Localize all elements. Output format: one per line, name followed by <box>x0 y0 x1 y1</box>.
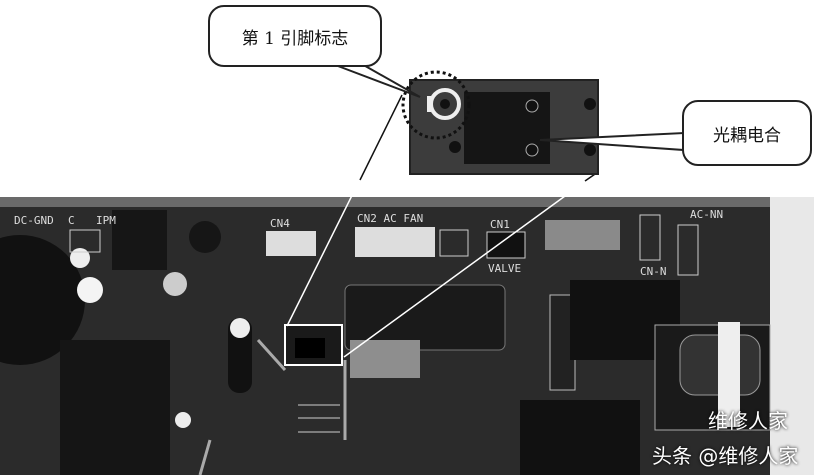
pin1-silk-mark <box>427 96 431 112</box>
component-block <box>520 400 640 475</box>
inductor <box>344 284 506 351</box>
label-c: C <box>68 214 75 227</box>
connector-outline <box>439 229 469 257</box>
capacitor-top <box>230 318 250 338</box>
label-ipm: IPM <box>96 214 116 227</box>
connector-outline <box>69 229 101 253</box>
background-edge <box>770 197 814 475</box>
dark-area <box>60 340 170 475</box>
optocoupler-highlight-box <box>284 324 343 366</box>
pad <box>584 98 596 110</box>
capacitor <box>189 221 221 253</box>
capacitor <box>77 277 103 303</box>
callout-optocoupler-text: 光耦电合 <box>713 125 781 146</box>
optocoupler-on-board <box>295 338 325 358</box>
cn1-connector <box>486 231 526 259</box>
capacitor <box>228 318 252 393</box>
pad <box>525 143 539 157</box>
jumper-outline <box>677 224 699 276</box>
component-block <box>350 340 420 378</box>
label-cn2-ac-fan: CN2 AC FAN <box>357 212 423 225</box>
watermark-account: 维修人家 <box>708 409 788 433</box>
callout-optocoupler: 光耦电合 <box>682 100 812 166</box>
pin1-dotted-circle <box>401 70 471 140</box>
optocoupler-inset-photo <box>401 70 599 175</box>
label-cn4: CN4 <box>270 217 290 230</box>
label-cn-n: CN-N <box>640 265 667 278</box>
board-edge <box>0 197 790 207</box>
leader-line-right <box>343 171 599 358</box>
pad <box>449 141 461 153</box>
watermark-handle: @维修人家 <box>698 444 799 468</box>
leader-line-left-shadow <box>359 94 403 181</box>
choke-bobbin <box>718 322 740 427</box>
pin1-pad <box>440 99 450 109</box>
transformer <box>0 235 85 365</box>
relay <box>545 220 620 250</box>
capacitor <box>70 248 90 268</box>
cn4-connector <box>266 231 316 256</box>
callout-pin1-marker: 第 1 引脚标志 <box>208 5 382 67</box>
callout-pin1-text: 第 1 引脚标志 <box>241 28 349 49</box>
capacitor <box>175 412 191 428</box>
watermark-brand: 头条 <box>652 444 692 468</box>
label-ac-nn: AC-NN <box>690 208 723 221</box>
label-valve: VALVE <box>488 262 521 275</box>
ipm-module <box>112 210 167 270</box>
pad <box>584 144 596 156</box>
label-cn1: CN1 <box>490 218 510 231</box>
callout-tail-pin1 <box>329 62 421 98</box>
pad <box>525 99 539 113</box>
jumper-outline <box>639 214 661 261</box>
watermark: 头条 @维修人家 <box>652 445 798 468</box>
capacitor <box>163 272 187 296</box>
traces <box>198 338 347 475</box>
cn2-connector <box>355 227 435 257</box>
label-dc-gnd: DC-GND <box>14 214 54 227</box>
